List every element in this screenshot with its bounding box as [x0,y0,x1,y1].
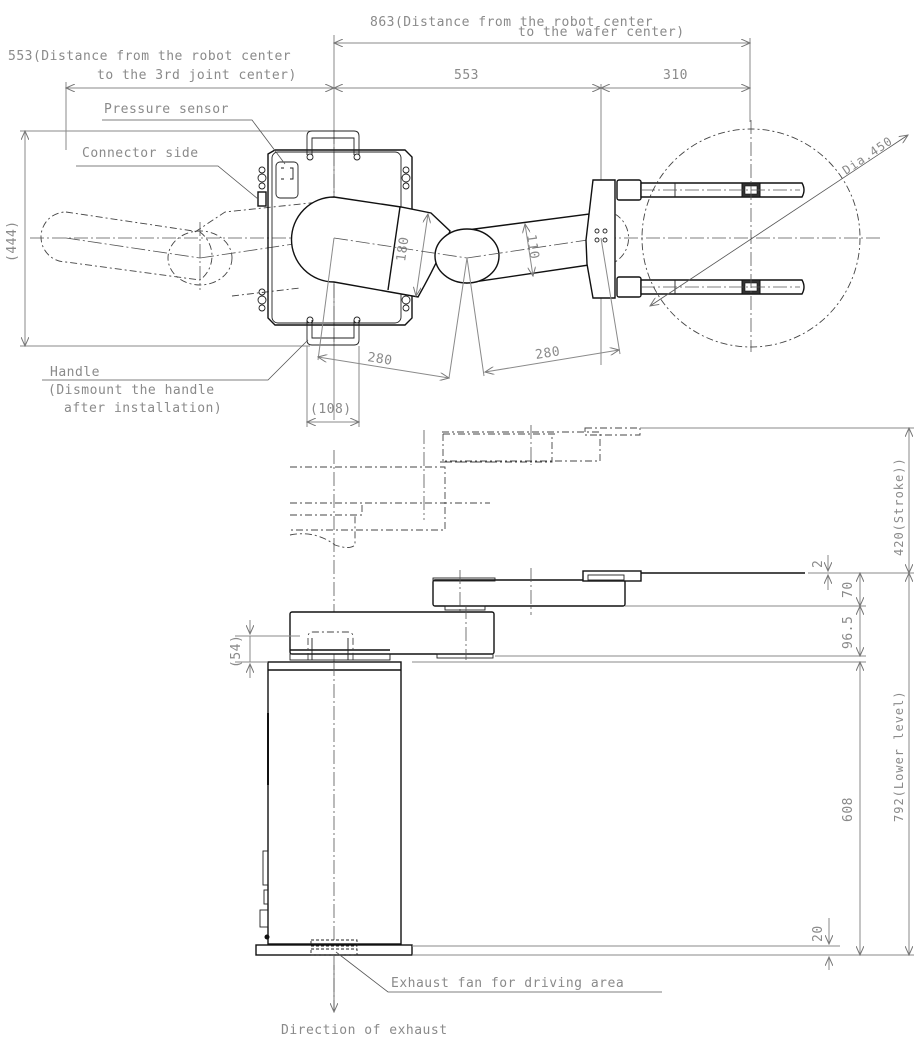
dim-70-label: 70 [841,581,856,598]
arm-2: 110 [333,213,602,284]
handle-note-line2: after installation) [64,401,222,416]
dimension-444: (444) [5,131,330,346]
callout-pressure-sensor: Pressure sensor [102,102,286,165]
dim-96-5-label: 96.5 [841,616,856,649]
side-arm-1 [289,605,495,661]
dim-arm1-width-label: 180 [394,236,412,263]
dim-lower-level-label: 792(Lower level) [892,690,906,822]
dimension-108: (108) [307,346,359,427]
raised-arm-ghost [289,425,900,548]
dim-wafer-dia-label: Dia.450 [840,134,896,178]
exhaust-fan-label: Exhaust fan for driving area [391,976,624,991]
pressure-sensor [275,161,299,199]
dim-handle-width-label: (108) [310,402,352,417]
retracted-arm-outline [40,201,335,297]
dim-link2-label: 280 [534,344,561,363]
callout-handle: Handle (Dismount the handle after instal… [42,339,309,416]
handle-label: Handle [50,365,100,380]
handle-top [306,130,360,155]
callout-connector-side: Connector side [76,146,259,200]
handle-bottom [306,320,360,346]
dim-hand-label: 310 [663,68,688,83]
arm-1: 180 [290,196,451,298]
exhaust-direction-label: Direction of exhaust [281,1023,448,1038]
connector-side-label: Connector side [82,146,199,161]
dim-54-label: (54) [229,635,244,668]
dim-link1-label: 280 [366,350,393,369]
dim-total-reach-label-2: to the wafer center) [518,25,685,40]
side-dimensions: 420(Stroke)) 2 70 96.5 792(Lower level) … [229,428,914,970]
dimension-280-links: 280 280 [318,237,621,378]
end-effector-hand [585,179,805,299]
pressure-sensor-label: Pressure sensor [104,102,229,117]
dim-stroke-label: 420(Stroke)) [892,457,906,556]
dimension-553-left: 553(Distance from the robot center to th… [8,49,334,150]
dim-2-label: 2 [811,560,826,568]
robot-column [255,661,413,956]
wafer-outline: Dia.450 [641,120,908,352]
dimension-553-310: 553 310 [334,68,750,365]
callout-exhaust-fan: Exhaust fan for driving area [335,951,662,993]
dim-height-444-label: (444) [5,220,20,262]
dim-arm-span-label: 553 [454,68,479,83]
dim-608-label: 608 [841,797,856,822]
side-view: 420(Stroke)) 2 70 96.5 792(Lower level) … [229,425,914,1038]
dim-arm2-width-label: 110 [523,233,541,260]
connector [257,191,267,207]
dim-20-label: 20 [811,925,826,942]
dim-3rd-joint-label: 553(Distance from the robot center [8,49,291,64]
handle-note-line1: (Dismount the handle [48,383,215,398]
dim-3rd-joint-label-2: to the 3rd joint center) [97,68,297,83]
side-arm-2 [432,568,805,615]
dimension-863: 863(Distance from the robot center to th… [334,15,750,420]
dim-total-reach-label: 863(Distance from the robot center [370,15,653,30]
top-view: 863(Distance from the robot center to th… [5,15,908,427]
